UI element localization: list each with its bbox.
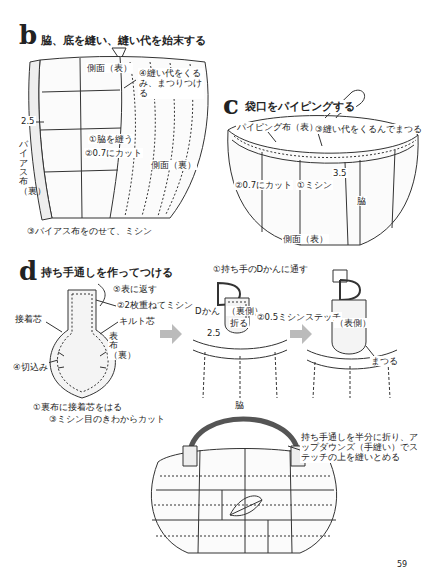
patch-lines — [152, 448, 336, 553]
dimension: 2.5 — [206, 328, 222, 338]
bag-body — [228, 130, 418, 245]
step-note: ②0.5ミシンステッチ — [256, 312, 342, 322]
section-letter: c — [222, 92, 240, 118]
step-note: 折る — [229, 318, 249, 328]
part-name: （表側） — [334, 318, 372, 328]
step-heading: 脇、底を縫い、縫い代を始末する — [40, 34, 207, 47]
part-name: 側面（表） — [86, 63, 133, 73]
step-heading: 袋口をパイピングする — [244, 100, 356, 113]
part-name: 表布（裏） — [108, 332, 119, 360]
step-note: ②0.7にカット — [84, 148, 143, 158]
page-number: 59 — [396, 560, 408, 570]
seam-allowance — [112, 48, 126, 57]
tab-stitch — [57, 294, 108, 392]
dimension: 3.5 — [332, 168, 348, 178]
leader-line — [366, 346, 374, 356]
step-note: ⑤表に返す — [112, 284, 158, 294]
leader-line — [36, 80, 136, 122]
step-note: ①持ち手のDかんに通す — [212, 264, 309, 274]
step-arrow — [290, 324, 312, 344]
step-note: ④縫い代をくるみ、まつりつける — [138, 68, 204, 99]
notch-cuts — [58, 352, 106, 368]
panel-seams — [262, 150, 395, 245]
handle-tab — [183, 446, 305, 466]
step-note: ④切込み — [12, 362, 49, 372]
section-letter: b — [18, 22, 38, 48]
part-name: 脇 — [234, 400, 245, 410]
part-name: 側面（表） — [282, 234, 329, 244]
section-letter: d — [18, 258, 38, 284]
step-note: ①ミシン — [296, 180, 333, 190]
part-name: 脇 — [356, 196, 367, 206]
dimension: 2.5 — [20, 116, 36, 126]
step-arrow — [160, 324, 182, 344]
part-name: Dかん — [194, 306, 221, 316]
part-name: パイピング布（表） — [236, 122, 319, 132]
bag-body — [151, 449, 336, 554]
part-name: バイアス布（裏） — [18, 140, 29, 196]
part-name: 側面（裏） — [150, 160, 197, 170]
leader-line — [44, 300, 118, 364]
step-note: ③縫い代をくるんでまつる — [314, 124, 423, 134]
step-note: まつる — [370, 356, 399, 366]
step-note: 持ち手通しを半分に折り、アップダウンズ（手縫い）でステッチの上を縫いとめる — [300, 432, 424, 463]
step-note: ②2枚重ねてミシン — [116, 300, 194, 310]
step-note: ①脇を縫う — [88, 134, 134, 144]
side-seam — [313, 362, 390, 398]
step-note: ③バイアス布をのせて、ミシン — [26, 226, 153, 236]
bias-strip — [29, 60, 52, 220]
leader-line — [288, 446, 300, 450]
bag-handle — [190, 419, 298, 452]
leaf-applique — [230, 496, 262, 516]
bag-side-panel — [39, 56, 208, 218]
part-name: キルト芯 — [118, 316, 156, 326]
side-seam — [203, 352, 277, 398]
part-name: 接着芯 — [14, 314, 43, 324]
step-heading: 持ち手通しを作ってつける — [40, 266, 174, 279]
step-note: ①裏布に接着芯をはる — [32, 402, 123, 412]
d-ring — [340, 280, 360, 300]
step-note: ③ミシン目のきわからカット — [48, 414, 166, 424]
quilt-stitch — [154, 476, 334, 536]
piping-stitch — [234, 136, 416, 158]
step-note: ②0.7にカット — [234, 180, 293, 190]
handle-strap — [333, 270, 347, 282]
handle-tab — [50, 290, 115, 398]
